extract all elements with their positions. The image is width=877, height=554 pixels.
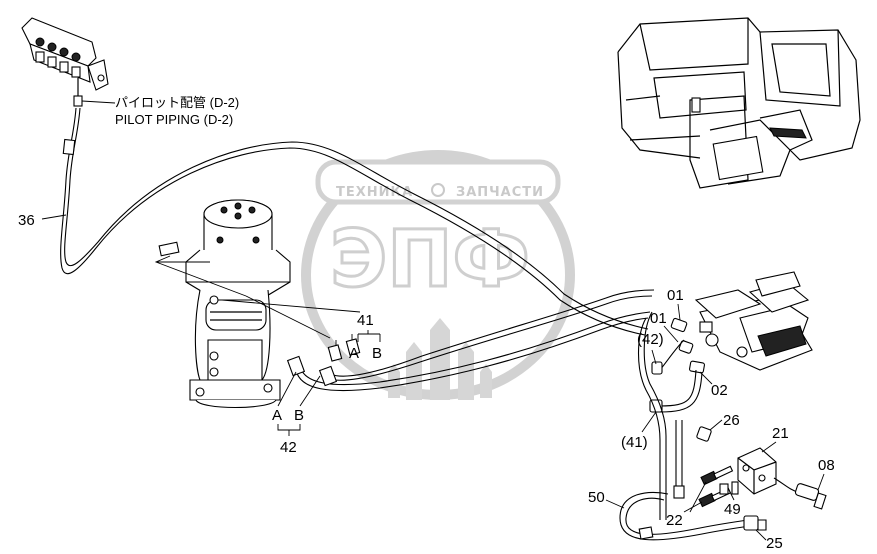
- label-01-left: 01: [650, 310, 667, 327]
- label-b-bottom: B: [294, 407, 304, 424]
- leader-01-left: [663, 325, 679, 343]
- bracket-42: [277, 424, 301, 436]
- leader-ab-bottom: [277, 371, 321, 407]
- watermark-text-left: ТЕХНИКА: [336, 185, 413, 200]
- label-b-top: B: [372, 345, 382, 362]
- hose-50: [619, 491, 767, 541]
- excavator-cab-illustration: [617, 17, 861, 189]
- gear-icon: [431, 183, 445, 197]
- label-42: 42: [280, 439, 297, 456]
- bolts-22: [698, 465, 739, 508]
- sensor-08: [773, 477, 827, 510]
- label-01-top: 01: [667, 287, 684, 304]
- leader-26: [709, 419, 723, 431]
- leader-41-paren: [641, 411, 657, 433]
- label-a-bottom: A: [272, 407, 282, 424]
- leader-pilot: [81, 100, 116, 104]
- label-22: 22: [666, 512, 683, 529]
- leader-08: [817, 473, 825, 491]
- pedal-valve-assembly: [694, 271, 813, 371]
- label-pilot-piping-en: PILOT PIPING (D-2): [115, 112, 233, 127]
- block-21: [737, 447, 777, 495]
- label-49: 49: [724, 501, 741, 518]
- label-08: 08: [818, 457, 835, 474]
- leader-22: [683, 481, 707, 513]
- swivel-leader-lines: [154, 255, 361, 339]
- watermark: ТЕХНИКА ЗАПЧАСТИ ЭПФ: [301, 150, 575, 400]
- watermark-wheat-icon: [388, 318, 492, 400]
- label-a-top: A: [349, 345, 359, 362]
- hose-36: [60, 107, 649, 336]
- leader-36: [41, 214, 67, 220]
- leader-21: [761, 441, 777, 453]
- leader-25: [755, 529, 767, 541]
- leader-49: [729, 491, 735, 501]
- bracket-41: [357, 330, 381, 342]
- leader-50: [605, 499, 625, 509]
- pilot-valve-block: [21, 17, 109, 107]
- label-42-paren: (42): [637, 331, 664, 348]
- label-25: 25: [766, 535, 783, 552]
- label-26: 26: [723, 412, 740, 429]
- leader-01-top: [677, 303, 681, 321]
- leader-42-paren: [651, 349, 657, 365]
- label-41-paren: (41): [621, 434, 648, 451]
- lower-pipes: [638, 311, 685, 520]
- label-36: 36: [18, 212, 35, 229]
- label-pilot-piping-jp: パイロット配管 (D-2): [115, 95, 239, 110]
- label-41: 41: [357, 312, 374, 329]
- leader-02: [699, 371, 713, 385]
- label-21: 21: [772, 425, 789, 442]
- label-50: 50: [588, 489, 605, 506]
- watermark-logo-text: ЭПФ: [330, 215, 530, 305]
- watermark-text-right: ЗАПЧАСТИ: [456, 185, 544, 200]
- label-02: 02: [711, 382, 728, 399]
- swivel-joint: [158, 199, 291, 409]
- fitting-26: [696, 426, 712, 442]
- connectors-ab: [286, 334, 361, 387]
